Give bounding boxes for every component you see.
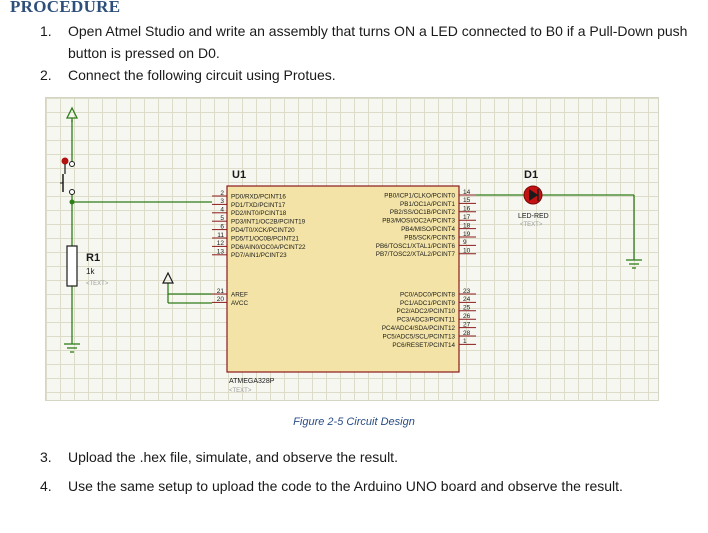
pin-name: PD1/TXD/PCINT17 — [231, 202, 286, 209]
pin-number: 10 — [463, 248, 471, 255]
pin-name: PB2/SS/OC1B/PCINT2 — [390, 209, 456, 216]
pin-name: PD0/RXD/PCINT16 — [231, 193, 286, 200]
pin-number: 1 — [463, 338, 467, 345]
pin-name: PB6/TOSC1/XTAL1/PCINT6 — [376, 243, 456, 250]
resistor-value: 1k — [86, 267, 95, 276]
pin-name: PB3/MOSI/OC2A/PCINT3 — [382, 218, 455, 225]
pin-number: 27 — [463, 321, 471, 328]
pin-name: PB4/MISO/PCINT4 — [401, 226, 455, 233]
pin-name: PD2/INT0/PCINT18 — [231, 210, 287, 217]
step-number: 3. — [40, 449, 52, 465]
pin-name: PC0/ADC0/PCINT8 — [400, 291, 455, 298]
junction-dot — [69, 199, 75, 205]
pin-number: 26 — [463, 313, 471, 320]
mcu-text-placeholder: <TEXT> — [229, 388, 252, 394]
pin-name: PC3/ADC3/PCINT11 — [397, 317, 455, 324]
pin-name: PB0/ICP1/CLKO/PCINT0 — [384, 192, 455, 199]
pin-name: PC2/ADC2/PCINT10 — [397, 308, 456, 315]
section-heading: PROCEDURE — [10, 0, 121, 16]
led-text-placeholder: <TEXT> — [520, 222, 543, 228]
mcu-part: ATMEGA328P — [229, 378, 275, 385]
step-number: 4. — [40, 478, 52, 494]
pin-name: PB1/OC1A/PCINT1 — [400, 201, 455, 208]
wires — [71, 120, 635, 344]
step-text: Open Atmel Studio and write an assembly … — [68, 23, 688, 61]
pin-number: 17 — [463, 214, 471, 221]
pin-name: PB7/TOSC2/XTAL2/PCINT7 — [376, 251, 456, 258]
figure-caption: Figure 2-5 Circuit Design — [293, 416, 415, 428]
pin-number: 13 — [217, 249, 225, 256]
step-text: Use the same setup to upload the code to… — [68, 478, 623, 494]
pin-number: 11 — [217, 232, 224, 239]
pin-number: 21 — [217, 288, 225, 295]
pin-name: PC4/ADC4/SDA/PCINT12 — [382, 325, 456, 332]
push-button-icon — [60, 157, 75, 195]
led-ref: D1 — [524, 169, 538, 181]
pin-number: 19 — [463, 231, 471, 238]
power-terminal-icon — [162, 271, 174, 284]
pin-number: 23 — [463, 288, 471, 295]
step-text: Connect the following circuit using Prot… — [68, 67, 336, 83]
resistor-icon — [66, 245, 78, 287]
pin-name: PC6/RESET/PCINT14 — [392, 342, 455, 349]
mcu-body — [226, 185, 460, 373]
led-icon — [523, 185, 543, 205]
step-number: 2. — [40, 67, 52, 83]
pin-number: 3 — [220, 198, 224, 205]
pin-number: 14 — [463, 189, 471, 196]
power-terminal-icon — [65, 106, 79, 122]
pin-number: 18 — [463, 222, 471, 229]
pin-name: PD4/T0/XCK/PCINT20 — [231, 227, 295, 234]
pin-number: 20 — [217, 296, 225, 303]
ground-icon — [626, 259, 642, 269]
ground-icon — [64, 343, 80, 353]
pin-number: 24 — [463, 296, 471, 303]
led-part: LED-RED — [518, 213, 549, 220]
pin-number: 4 — [220, 207, 224, 214]
pin-name: PD3/INT1/OC2B/PCINT19 — [231, 219, 306, 226]
mcu-ref: U1 — [232, 169, 246, 181]
pin-name: PD7/AIN1/PCINT23 — [231, 252, 287, 259]
circuit-svg: R1 1k <TEXT> U1 2 PD0/RXD/PCINT16 3PD1/TXD… — [60, 106, 642, 394]
pin-name: AREF — [231, 291, 248, 298]
step-number: 1. — [40, 23, 52, 39]
pin-number: 9 — [463, 239, 467, 246]
pin-name: PC5/ADC5/SCL/PCINT13 — [383, 333, 456, 340]
pin-number: 5 — [220, 215, 224, 222]
pin-number: 25 — [463, 305, 471, 312]
pin-name: PD6/AIN0/OC0A/PCINT22 — [231, 244, 306, 251]
pin-name: PB5/SCK/PCINT5 — [404, 234, 455, 241]
resistor-ref: R1 — [86, 252, 100, 264]
pin-name: PD5/T1/OC0B/PCINT21 — [231, 235, 299, 242]
pin-number: 28 — [463, 330, 471, 337]
pin-number: 6 — [220, 223, 224, 230]
pin-name: PC1/ADC1/PCINT9 — [400, 300, 455, 307]
step-text: Upload the .hex file, simulate, and obse… — [68, 449, 398, 465]
pin-name: AVCC — [231, 300, 248, 307]
resistor-text-placeholder: <TEXT> — [86, 281, 109, 287]
pin-number: 12 — [217, 240, 225, 247]
pin-number: 16 — [463, 206, 471, 213]
pin-number: 15 — [463, 197, 471, 204]
pin-number: 2 — [220, 190, 224, 197]
